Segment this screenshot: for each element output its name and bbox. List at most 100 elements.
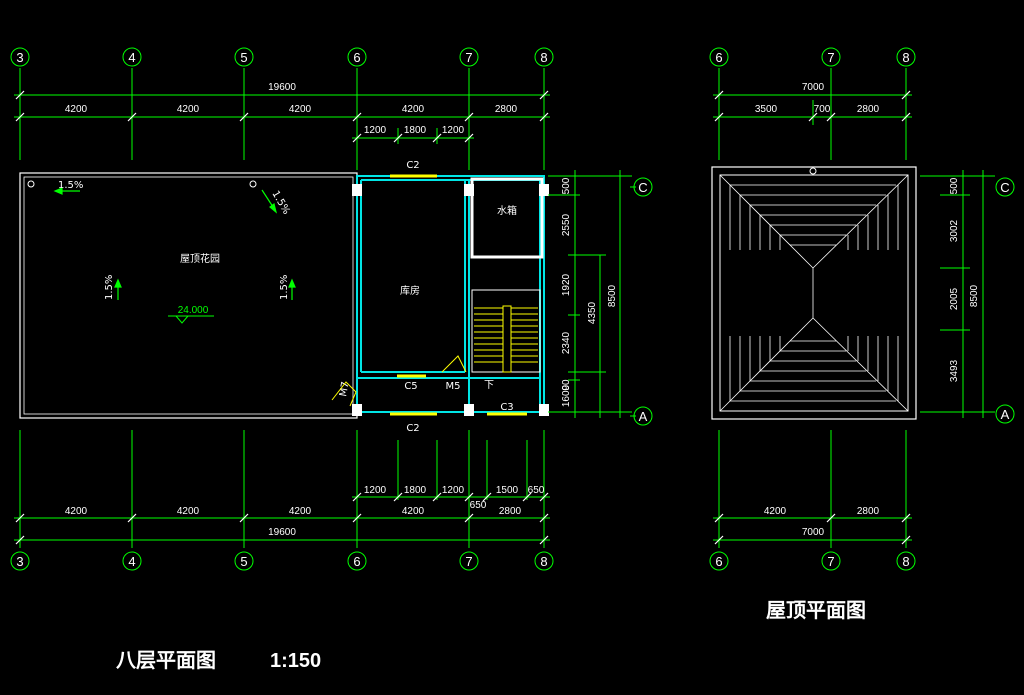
roof-top-axis-bubbles: 6 7 8	[709, 47, 916, 67]
axis-bubble-7-bottom: 7	[459, 551, 479, 571]
water-tank	[470, 177, 544, 259]
roof-right-dim-500: 500	[949, 177, 960, 194]
bottom-total-dim: 19600	[268, 527, 296, 538]
bottom-sub-4: 1500	[496, 485, 519, 496]
axis-lines	[19, 68, 545, 548]
axis-bubble-8-top: 8	[534, 47, 554, 67]
elevation-mark: 24.000	[168, 305, 214, 324]
bottom-span-1: 4200	[65, 506, 88, 517]
bottom-dim-650: 650	[470, 500, 487, 511]
svg-text:5: 5	[240, 554, 247, 569]
roof-top-total: 7000	[802, 82, 825, 93]
svg-text:3: 3	[16, 554, 23, 569]
roof-hatch	[719, 174, 909, 412]
svg-text:4: 4	[128, 554, 135, 569]
roof-inner-outline	[719, 174, 909, 412]
window-c3-label: C3	[500, 402, 513, 413]
axis-bubble-5-bottom: 5	[234, 551, 254, 571]
top-span-4: 4200	[402, 104, 425, 115]
right-dim-1920: 1920	[561, 273, 572, 296]
roof-right-dim-3493: 3493	[949, 359, 960, 382]
bottom-axis-bubbles: 3 4 5 6 7 8	[10, 551, 554, 571]
svg-text:C: C	[1000, 180, 1009, 195]
roof-right-dim-lines	[920, 170, 995, 418]
bottom-span-2: 4200	[177, 506, 200, 517]
svg-text:7: 7	[827, 50, 834, 65]
right-dim-500: 500	[561, 177, 572, 194]
eighth-floor-scale: 1:150	[270, 650, 321, 672]
svg-text:A: A	[639, 409, 648, 424]
roof-plan: 7000 3500 700 2800 4200 2800 7000 6 7 8 …	[709, 47, 1015, 622]
window-c2-top-label: C2	[406, 160, 419, 171]
top-sub-3: 1200	[442, 125, 465, 136]
top-sub-1: 1200	[364, 125, 387, 136]
bottom-sub-5: 650	[528, 485, 545, 496]
bottom-span-5: 2800	[499, 506, 522, 517]
axis-bubble-6-top: 6	[347, 47, 367, 67]
room-label-water-tank: 水箱	[497, 204, 517, 217]
svg-text:5: 5	[240, 50, 247, 65]
roof-plan-title: 屋顶平面图	[766, 598, 866, 622]
top-span-3: 4200	[289, 104, 312, 115]
eighth-floor-plan: 19600 4200 4200 4200 4200 2800 1200 1800…	[10, 47, 653, 672]
room-label-roof-garden: 屋顶花园	[180, 252, 220, 265]
axis-bubble-5-top: 5	[234, 47, 254, 67]
top-span-5: 2800	[495, 104, 518, 115]
eighth-floor-title: 八层平面图	[116, 648, 216, 672]
roof-axis-bubble-6-bottom: 6	[709, 551, 729, 571]
roof-top-span-3: 2800	[857, 104, 880, 115]
axis-bubble-3-top: 3	[10, 47, 30, 67]
roof-axis-bubble-a: A	[995, 404, 1015, 424]
top-span-2: 4200	[177, 104, 200, 115]
roof-drain-icon	[249, 180, 257, 188]
slope-label: 1.5%	[104, 275, 115, 300]
top-sub-2: 1800	[404, 125, 427, 136]
axis-bubble-a: A	[630, 406, 653, 426]
columns	[352, 184, 549, 416]
svg-text:4: 4	[128, 50, 135, 65]
window-c2-bottom-label: C2	[406, 423, 419, 434]
bottom-sub-1: 1200	[364, 485, 387, 496]
roof-axis-bubble-8-bottom: 8	[896, 551, 916, 571]
svg-text:7: 7	[465, 50, 472, 65]
roof-drain-icon	[27, 180, 35, 188]
bottom-span-3: 4200	[289, 506, 312, 517]
bottom-span-4: 4200	[402, 506, 425, 517]
roof-outline	[711, 166, 917, 420]
slope-label: 1.5%	[279, 275, 290, 300]
top-dimension-lines	[14, 94, 550, 144]
stair-down-label: 下	[484, 380, 494, 391]
right-dim-4350: 4350	[587, 301, 598, 324]
axis-bubble-7-top: 7	[459, 47, 479, 67]
right-dimension-lines	[548, 170, 632, 418]
roof-axis-bubble-7-bottom: 7	[821, 551, 841, 571]
roof-axis-bubble-7-top: 7	[821, 47, 841, 67]
roof-bottom-total: 7000	[802, 527, 825, 538]
axis-bubble-4-bottom: 4	[122, 551, 142, 571]
right-dim-90: 90	[561, 379, 572, 391]
bottom-sub-3: 1200	[442, 485, 465, 496]
roof-drain-icon	[809, 167, 817, 175]
slope-label: 1.5%	[269, 189, 291, 217]
roof-axis-bubble-8-top: 8	[896, 47, 916, 67]
svg-text:7: 7	[465, 554, 472, 569]
top-total-dim: 19600	[268, 82, 296, 93]
slope-arrows	[53, 187, 296, 300]
roof-axis-bubble-6-top: 6	[709, 47, 729, 67]
svg-text:6: 6	[715, 554, 722, 569]
roof-bottom-axis-bubbles: 6 7 8	[709, 551, 916, 571]
block-walls	[356, 175, 545, 413]
roof-garden-parapet	[23, 176, 354, 415]
right-dim-1600: 1600	[561, 384, 572, 407]
right-dim-2550: 2550	[561, 213, 572, 236]
svg-text:C: C	[638, 180, 647, 195]
roof-top-span-1: 3500	[755, 104, 778, 115]
svg-text:A: A	[1001, 407, 1010, 422]
svg-text:8: 8	[902, 50, 909, 65]
door-swings	[331, 355, 467, 407]
roof-axis-bubble-c: C	[995, 177, 1015, 197]
roof-right-dim-8500: 8500	[969, 284, 980, 307]
windows	[390, 174, 527, 416]
axis-bubble-4-top: 4	[122, 47, 142, 67]
